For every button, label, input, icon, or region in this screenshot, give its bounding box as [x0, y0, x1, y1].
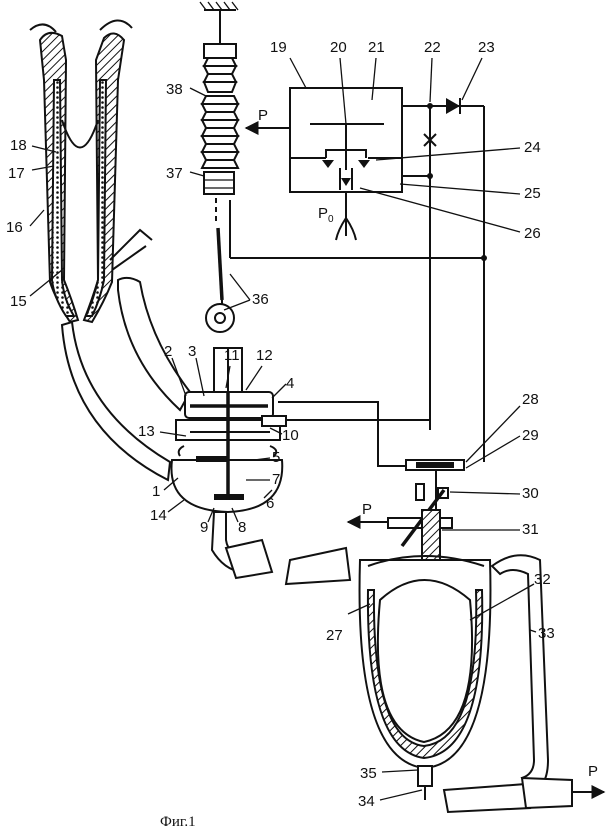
- label-38: 38: [166, 81, 183, 98]
- label-23: 23: [478, 39, 495, 56]
- outlet-hose-bottom: [444, 784, 530, 812]
- outlet-hose: [226, 540, 272, 578]
- label-9: 9: [200, 519, 208, 536]
- label-10: 10: [282, 427, 299, 444]
- label-2: 2: [164, 343, 172, 360]
- symbol-p-top: P: [258, 107, 268, 124]
- label-12: 12: [256, 347, 273, 364]
- label-14: 14: [150, 507, 167, 524]
- label-11: 11: [224, 347, 240, 364]
- label-35: 35: [360, 765, 377, 782]
- label-30: 30: [522, 485, 539, 502]
- label-1: 1: [152, 483, 160, 500]
- label-24: 24: [524, 139, 541, 156]
- symbol-p0-base: P: [318, 205, 328, 222]
- symbol-p0-sub: 0: [328, 214, 334, 225]
- teat-cup: [30, 20, 152, 322]
- label-16: 16: [6, 219, 23, 236]
- label-25: 25: [524, 185, 541, 202]
- label-6: 6: [266, 495, 274, 512]
- symbol-p-mid: P: [362, 501, 372, 518]
- figure-caption: Фиг.1: [160, 814, 196, 830]
- label-22: 22: [424, 39, 441, 56]
- label-13: 13: [138, 423, 155, 440]
- label-34: 34: [358, 793, 375, 810]
- label-8: 8: [238, 519, 246, 536]
- label-26: 26: [524, 225, 541, 242]
- label-3: 3: [188, 343, 196, 360]
- label-7: 7: [272, 471, 280, 488]
- label-20: 20: [330, 39, 347, 56]
- symbol-p0: P0: [318, 205, 334, 225]
- label-29: 29: [522, 427, 539, 444]
- label-21: 21: [368, 39, 385, 56]
- vacuum-line: [278, 402, 418, 466]
- label-33: 33: [538, 625, 555, 642]
- label-18: 18: [10, 137, 27, 154]
- label-31: 31: [522, 521, 539, 538]
- outlet-bend: [522, 778, 572, 808]
- short-milk-tube: [118, 278, 190, 410]
- label-36: 36: [252, 291, 269, 308]
- milk-tank: [286, 548, 490, 800]
- label-17: 17: [8, 165, 25, 182]
- label-32: 32: [534, 571, 551, 588]
- label-4: 4: [286, 375, 294, 392]
- label-5: 5: [272, 449, 280, 466]
- label-15: 15: [10, 293, 27, 310]
- label-37: 37: [166, 165, 183, 182]
- label-28: 28: [522, 391, 539, 408]
- symbol-p-right: P: [588, 763, 598, 780]
- return-pipe: [492, 555, 548, 792]
- pulsator-unit: [246, 88, 487, 462]
- label-27: 27: [326, 627, 343, 644]
- label-19: 19: [270, 39, 287, 56]
